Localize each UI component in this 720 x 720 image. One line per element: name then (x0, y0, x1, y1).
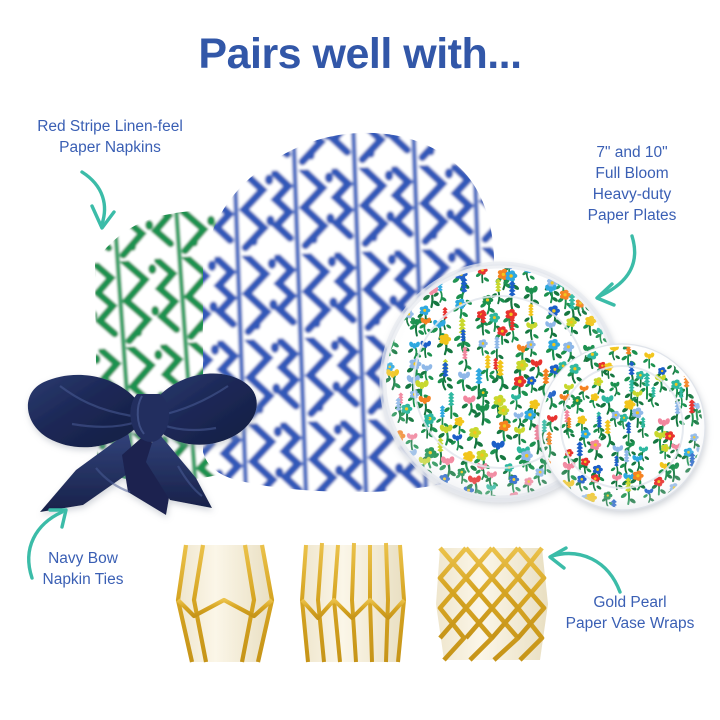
vase-wrap-accordion (300, 542, 406, 663)
floral-paper-plates (379, 261, 706, 511)
label-bow-line-1: Navy Bow (48, 550, 118, 567)
label-plates-line-2: Full Bloom (595, 165, 669, 182)
floral-print-10in (386, 268, 614, 496)
label-plates-line-1: 7" and 10" (596, 144, 668, 161)
label-napkins-line-1: Red Stripe Linen-feel (37, 118, 183, 135)
vase-wrap-tapered (175, 543, 275, 663)
label-plates-line-3: Heavy-duty (592, 186, 672, 203)
arrow-to-napkins (80, 170, 116, 230)
blue-ikat-napkins (203, 132, 494, 492)
page-title: Pairs well with... (198, 30, 522, 78)
label-wraps-line-1: Gold Pearl (593, 594, 667, 611)
label-wraps-line-2: Paper Vase Wraps (565, 615, 695, 632)
plate-7in (538, 343, 706, 511)
floral-print-7in (541, 346, 703, 508)
label-napkins-line-2: Paper Napkins (59, 139, 161, 156)
vase-wrap-diamond (436, 546, 548, 662)
label-plates-line-4: Paper Plates (587, 207, 677, 224)
arrow-to-wraps (548, 546, 622, 594)
label-plates: 7" and 10" Full Bloom Heavy-duty Paper P… (548, 142, 716, 226)
label-napkins: Red Stripe Linen-feel Paper Napkins (10, 116, 210, 158)
label-bow: Navy Bow Napkin Ties (8, 548, 158, 590)
label-bow-line-2: Napkin Ties (42, 571, 124, 588)
gold-vase-wraps (175, 542, 548, 663)
navy-velvet-bow (27, 373, 257, 515)
plate-10in (379, 261, 621, 503)
arrow-to-plates (595, 234, 637, 307)
label-wraps: Gold Pearl Paper Vase Wraps (542, 592, 718, 634)
green-ikat-napkins (95, 210, 238, 482)
